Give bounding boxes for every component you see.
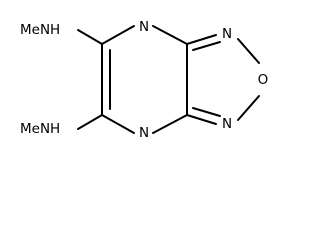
bond-c3-n-oxadiazole-top — [186, 34, 217, 45]
oxadiazole-n-bottom-label: N — [222, 116, 232, 132]
bond-o-to-n-bottom — [237, 95, 260, 121]
oxadiazole-n-top-label: N — [222, 26, 232, 42]
bond-n-top-c3 — [152, 25, 188, 45]
bond-nh-bottom-to-c2 — [77, 114, 103, 130]
molecule-structure-diagram: MeNH MeNH N N N O N — [20, 19, 268, 141]
bond-n-top-to-o — [237, 38, 260, 64]
pyrazine-n-top-label: N — [139, 19, 149, 35]
bond-c4-n-oxadiazole-bottom — [186, 114, 217, 125]
bond-c3-n-oxadiazole-top-inner — [192, 41, 221, 51]
bond-c4-n-oxadiazole-bottom-inner — [192, 107, 221, 117]
oxadiazole-o-label: O — [258, 72, 269, 88]
bonds — [77, 25, 260, 134]
bond-c2-n-bottom — [101, 114, 135, 134]
bond-c1-n-top — [101, 25, 135, 45]
atom-labels: MeNH MeNH N N N O N — [20, 19, 268, 141]
bond-nh-top-to-c1 — [77, 29, 103, 45]
pyrazine-n-bottom-label: N — [139, 125, 149, 141]
amine-label-bottom: MeNH — [20, 121, 60, 137]
amine-label-top: MeNH — [20, 22, 60, 38]
bond-n-bottom-c4 — [152, 114, 188, 134]
